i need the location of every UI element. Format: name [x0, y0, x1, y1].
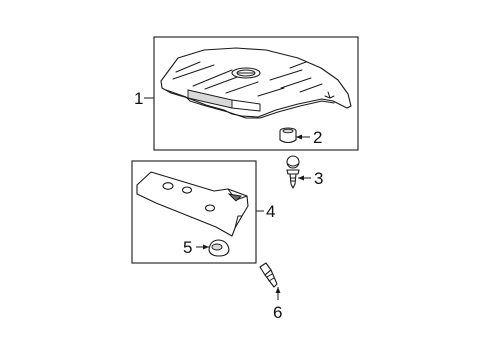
engine-cover-group-box — [153, 36, 359, 151]
callout-3: 3 — [314, 169, 323, 188]
arrow-5-icon — [203, 244, 209, 250]
insulator-group-box — [131, 160, 257, 264]
engine-cover[interactable] — [160, 47, 352, 119]
push-pin[interactable] — [286, 155, 300, 189]
callout-1: 1 — [134, 89, 143, 108]
callout-2: 2 — [313, 128, 322, 147]
callout-4: 4 — [266, 202, 275, 221]
grommet[interactable] — [279, 127, 297, 144]
bolt[interactable] — [259, 262, 278, 288]
arrow-3-icon — [298, 175, 304, 181]
emblem-icon — [231, 67, 261, 79]
callout-6: 6 — [273, 303, 282, 322]
arrow-2-icon — [296, 134, 302, 140]
callout-5: 5 — [183, 238, 192, 257]
arrow-6-icon — [275, 287, 281, 293]
cap[interactable] — [208, 239, 230, 257]
insulator[interactable] — [136, 171, 249, 237]
